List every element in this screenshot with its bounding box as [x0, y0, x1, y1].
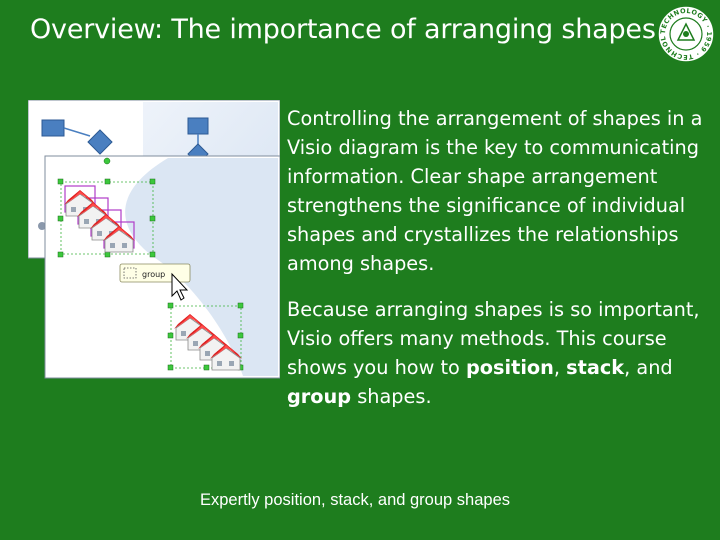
keyword-position: position — [465, 356, 554, 379]
mouse-pointer-icon — [171, 272, 189, 301]
slide-caption: Expertly position, stack, and group shap… — [199, 491, 510, 509]
methods-intro: Because arranging shapes is so important… — [287, 298, 700, 379]
slide-title: Overview: The importance of arranging sh… — [30, 14, 656, 45]
group-icon — [123, 267, 137, 279]
paragraph-arrangement: Controlling the arrangement of shapes in… — [287, 107, 703, 275]
group-tooltip-label: group — [142, 270, 165, 279]
paragraph-methods: Because arranging shapes is so important… — [287, 298, 700, 408]
keyword-group: group — [287, 385, 352, 408]
group-tooltip: group — [119, 263, 191, 283]
visio-arrangement-illustration: group — [28, 100, 280, 379]
flowchart-diamond-icon — [87, 129, 113, 155]
university-seal-logo: TECHNOLOGY · 1959 · TECHNOLOGY — [656, 4, 715, 63]
slide-body: Controlling the arrangement of shapes in… — [287, 104, 705, 411]
flowchart-square-icon — [41, 119, 65, 137]
keyword-stack: stack — [566, 356, 625, 379]
